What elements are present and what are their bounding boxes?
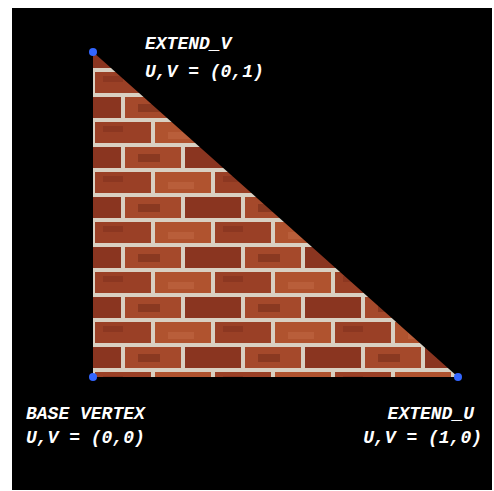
vertex-name: BASE VERTEX	[26, 404, 145, 424]
vertex-name: EXTEND_V	[145, 34, 231, 54]
uv-coordinate: U,V = (0,1)	[145, 62, 264, 82]
black-ground	[12, 8, 492, 490]
uv-coordinate: U,V = (0,0)	[26, 428, 145, 448]
vertex-dot	[454, 373, 462, 381]
brick-triangle	[93, 52, 458, 377]
vertex-dot	[89, 48, 97, 56]
vertex-dot	[89, 373, 97, 381]
uv-coordinate: U,V = (1,0)	[363, 428, 482, 448]
vertex-name: EXTEND_U	[388, 404, 474, 424]
